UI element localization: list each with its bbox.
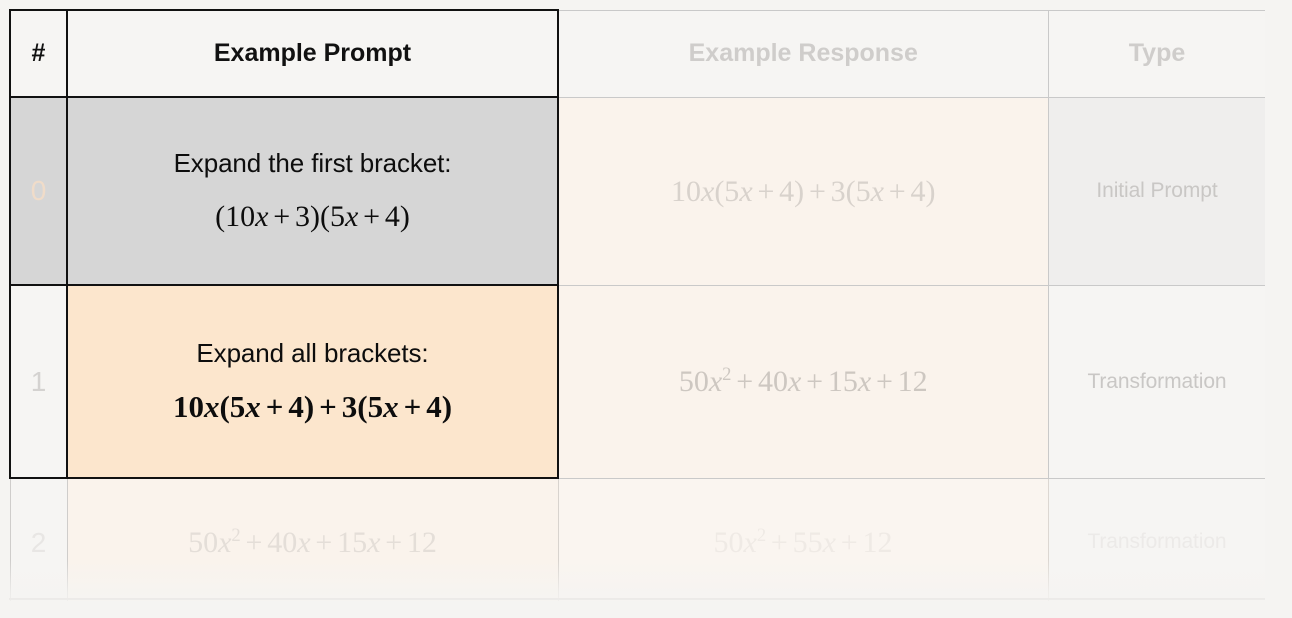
row-index-cell: 2 [9, 477, 68, 601]
header-row: # Example Prompt Example Response Type [9, 9, 1265, 98]
type-label: Transformation [1087, 530, 1227, 554]
type-cell[interactable]: Initial Prompt [1047, 96, 1265, 286]
response-expression: 50x2+55x+12 [713, 524, 893, 559]
type-label: Initial Prompt [1096, 179, 1218, 202]
row-index-label: 0 [30, 175, 47, 206]
table-row[interactable]: 1 Expand all brackets: 10x(5x+4)+3(5x+4)… [9, 284, 1265, 479]
column-header-example-response[interactable]: Example Response [557, 9, 1049, 98]
column-header-index[interactable]: # [9, 9, 68, 98]
type-label: Transformation [1087, 369, 1227, 393]
example-response-cell[interactable]: 50x2+55x+12 [557, 477, 1049, 601]
response-expression: 50x2+40x+15x+12 [678, 364, 928, 398]
row-index-cell: 1 [9, 284, 68, 479]
steps-table-container: # Example Prompt Example Response Type 0… [9, 9, 1265, 601]
prompt-expression: 50x2+40x+15x+12 [188, 525, 437, 559]
prompt-expression: (10x+3)(5x+4) [215, 200, 410, 234]
prompt-instruction: Expand the first bracket: [173, 147, 452, 178]
table-row[interactable]: 0 Expand the first bracket: (10x+3)(5x+4… [9, 96, 1265, 286]
prompt-instruction: Expand all brackets: [196, 337, 429, 368]
type-cell[interactable]: Transformation [1047, 477, 1265, 601]
example-response-cell[interactable]: 50x2+40x+15x+12 [557, 284, 1049, 479]
example-prompt-cell[interactable]: 50x2+40x+15x+12 [66, 477, 559, 601]
table-header: # Example Prompt Example Response Type [9, 9, 1265, 98]
prompt-expression: 10x(5x+4)+3(5x+4) [172, 389, 453, 425]
prompt-content: Expand all brackets: 10x(5x+4)+3(5x+4) [68, 337, 557, 425]
column-header-type[interactable]: Type [1047, 9, 1265, 98]
prompt-content: Expand the first bracket: (10x+3)(5x+4) [68, 147, 557, 234]
table-body: 0 Expand the first bracket: (10x+3)(5x+4… [9, 96, 1265, 601]
row-index-label: 1 [30, 365, 47, 397]
column-header-example-prompt[interactable]: Example Prompt [66, 9, 559, 98]
table-bottom-border [9, 598, 1265, 600]
type-cell[interactable]: Transformation [1047, 284, 1265, 479]
example-response-cell[interactable]: 10x(5x+4)+3(5x+4) [557, 96, 1049, 286]
steps-table: # Example Prompt Example Response Type 0… [9, 9, 1265, 601]
row-index-cell: 0 [9, 96, 68, 286]
response-expression: 10x(5x+4)+3(5x+4) [670, 174, 936, 208]
example-prompt-cell[interactable]: Expand all brackets: 10x(5x+4)+3(5x+4) [67, 284, 559, 479]
row-index-label: 2 [30, 526, 47, 558]
example-prompt-cell[interactable]: Expand the first bracket: (10x+3)(5x+4) [67, 96, 559, 286]
table-row[interactable]: 2 50x2+40x+15x+12 50x2+55x+12 Transforma… [9, 477, 1265, 601]
